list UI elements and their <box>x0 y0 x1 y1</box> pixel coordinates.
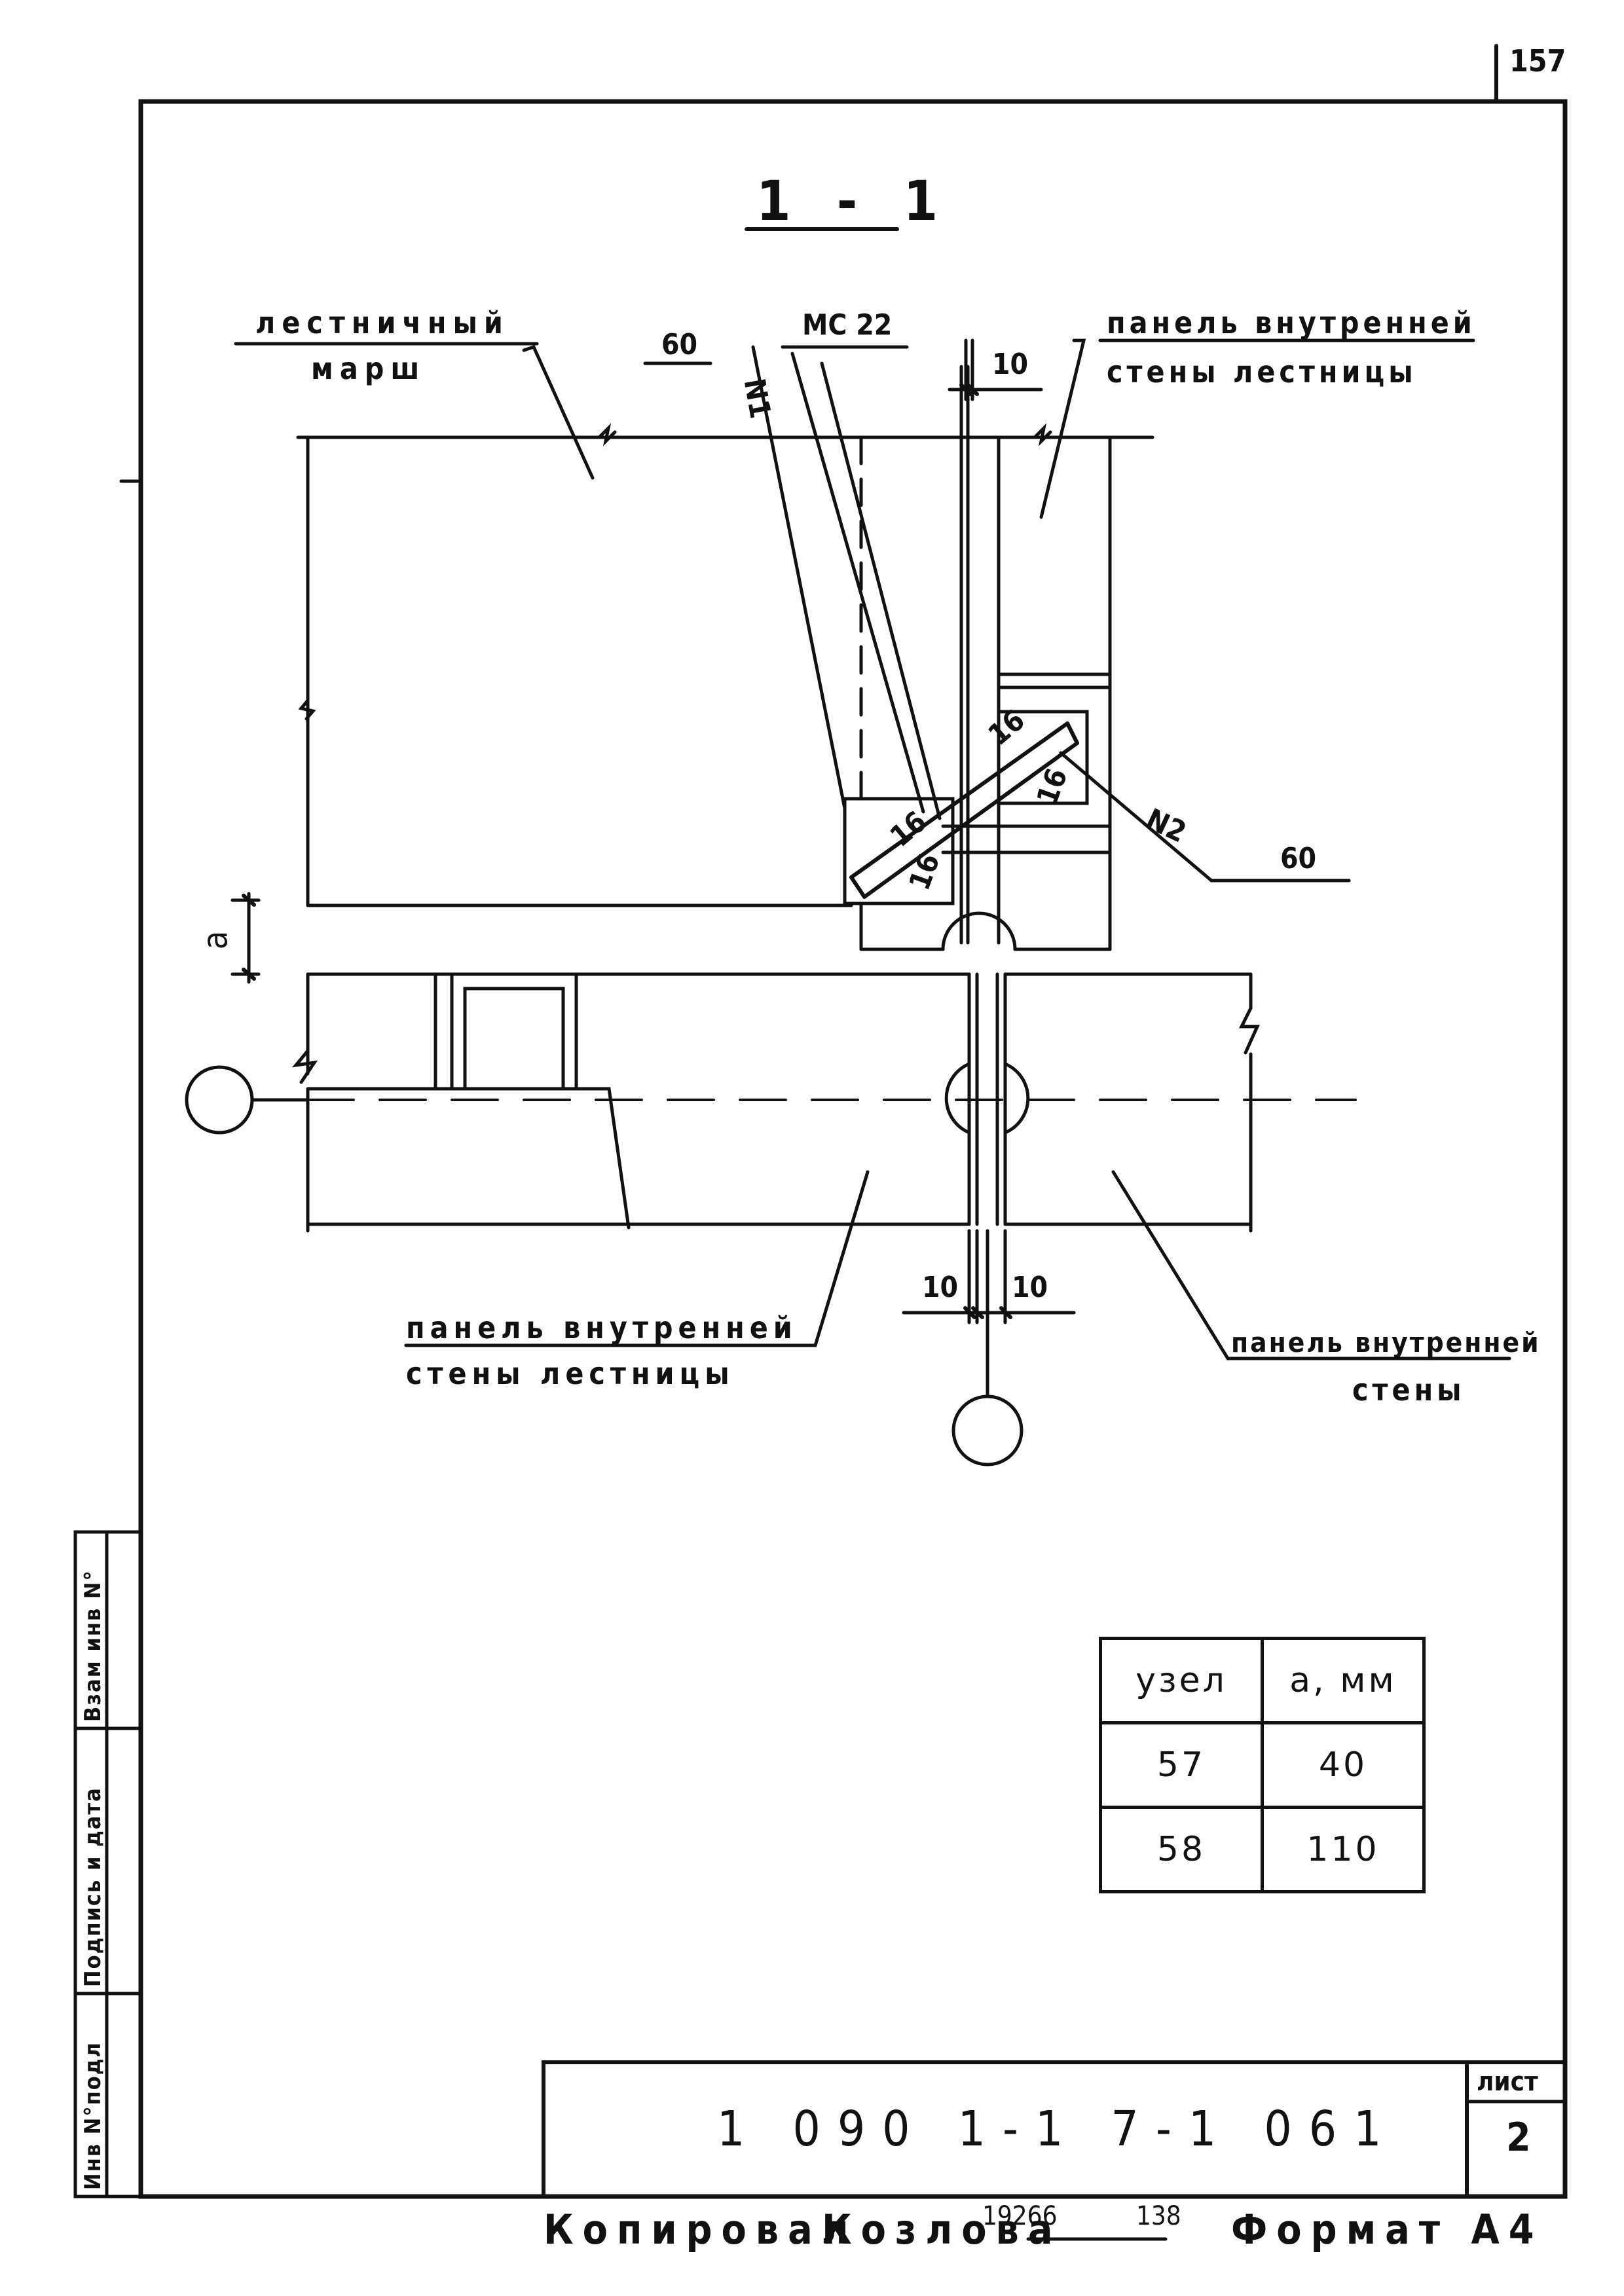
table-row: 58 110 <box>1099 1806 1426 1893</box>
side-stamp-replacement: Взам инв N° <box>80 1569 106 1722</box>
node-table: узел a, мм 57 40 58 110 <box>1099 1637 1426 1893</box>
sheet-label: лист <box>1477 2067 1538 2097</box>
section-title: 1 - 1 <box>756 169 953 233</box>
dim-10-bottom-right: 10 <box>1012 1271 1048 1304</box>
footer-number-2: 138 <box>1136 2201 1181 2231</box>
document-code: 1 090 1-1 7-1 061 <box>717 2101 1399 2157</box>
footer-format: Формат А4 <box>1231 2206 1543 2253</box>
node-cell: 58 <box>1099 1806 1264 1893</box>
dim-a-label: a <box>196 930 236 950</box>
dim-60-top: 60 <box>661 328 698 361</box>
axis-marker-bottom <box>951 1394 1024 1467</box>
footer-copied: Копировал <box>544 2206 858 2253</box>
stair-wall-panel-label-bottom: панель внутренней <box>406 1310 798 1345</box>
table-row: 57 40 <box>1099 1721 1426 1809</box>
node-table-header: узел a, мм <box>1099 1637 1426 1724</box>
stair-flight-label: лестничный <box>255 305 509 340</box>
side-stamp-inv: Инв N°подл <box>80 2041 106 2190</box>
dim-10-bottom-left: 10 <box>922 1271 959 1304</box>
mc22-label: МС 22 <box>802 308 893 342</box>
a-cell: 40 <box>1261 1721 1426 1809</box>
title-block-frame <box>542 2060 1567 2198</box>
node-table-header-a: a, мм <box>1261 1637 1426 1724</box>
stair-wall-panel-label-bottom-2: стены лестницы <box>406 1356 735 1391</box>
node-table-header-node: узел <box>1099 1637 1264 1724</box>
n1-label: N1 <box>737 376 777 421</box>
dim-60-right: 60 <box>1280 842 1317 875</box>
inner-wall-panel-label-2: стены <box>1352 1372 1466 1408</box>
a-cell: 110 <box>1261 1806 1426 1893</box>
stair-wall-panel-label-top-2: стены лестницы <box>1107 354 1417 390</box>
footer-name: Козлова <box>822 2206 1062 2253</box>
footer-number-1: 19266 <box>982 2201 1058 2231</box>
stair-wall-panel-label-top: панель внутренней <box>1107 305 1476 340</box>
dim-10-top: 10 <box>992 348 1029 381</box>
axis-marker-left <box>185 1065 254 1135</box>
side-stamp-signature: Подпись и дата <box>80 1787 106 1987</box>
inner-wall-panel-label: панель внутренней <box>1231 1326 1541 1358</box>
stair-flight-label-2: марш <box>311 351 426 386</box>
sheet-number: 2 <box>1506 2115 1531 2160</box>
page-number: 157 <box>1509 43 1566 79</box>
node-cell: 57 <box>1099 1721 1264 1809</box>
